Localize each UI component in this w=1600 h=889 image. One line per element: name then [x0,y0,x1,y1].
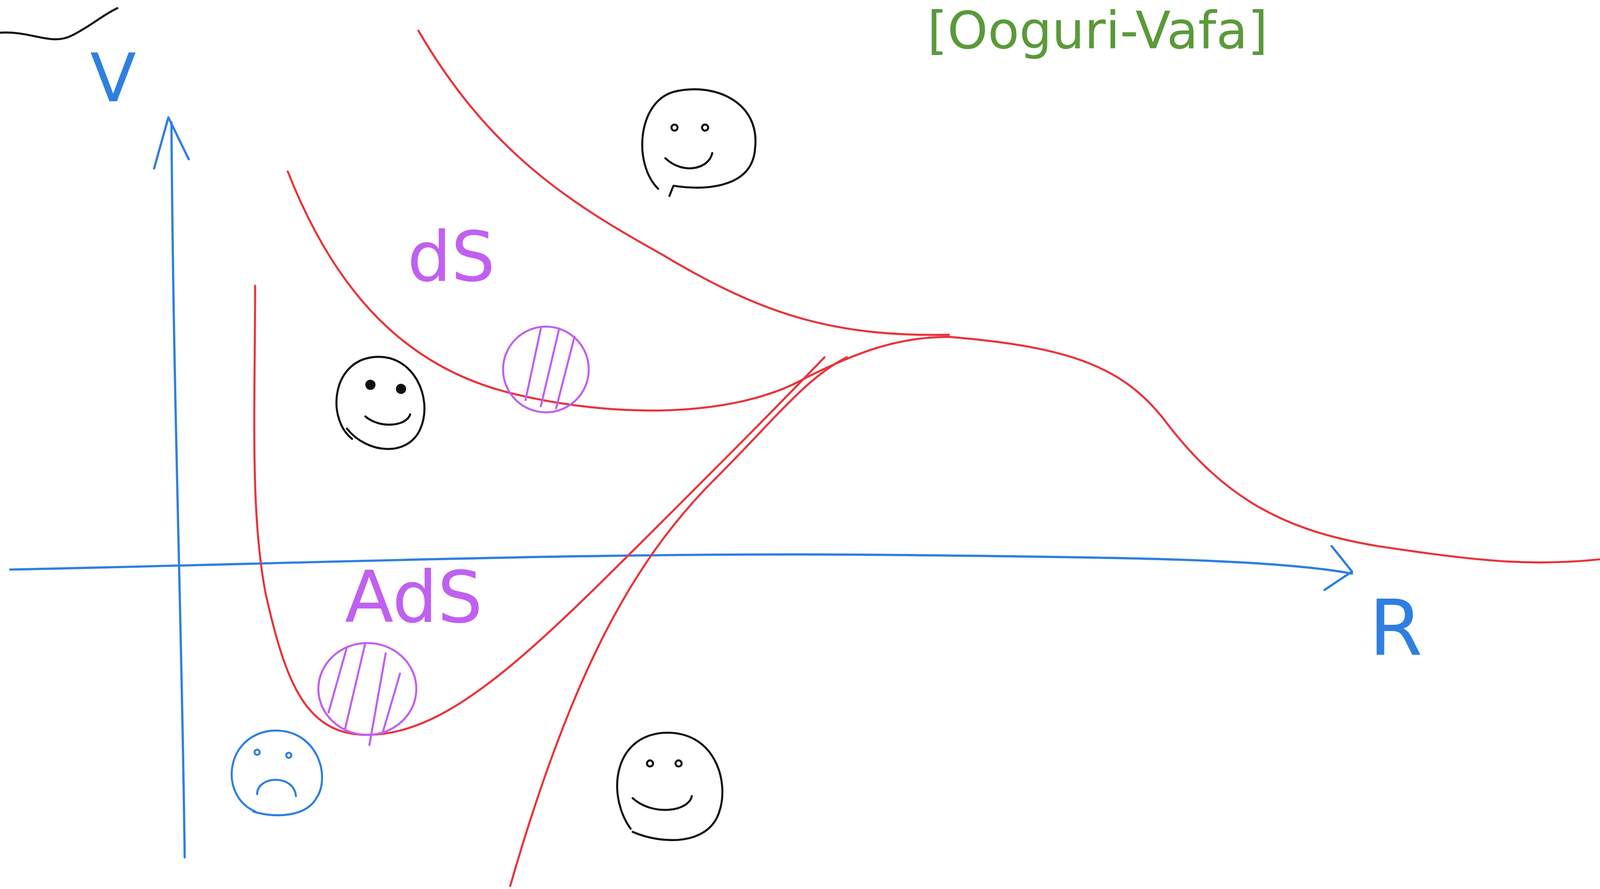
happy-face [642,89,756,197]
potential-curve [510,357,848,886]
region-label: AdS [344,561,483,633]
potential-curve [254,285,825,735]
ds-blob [503,326,589,413]
r-axis [10,554,1353,574]
sad-face [231,730,323,816]
ads-blob [318,642,417,745]
r-axis-arrow [1324,545,1353,590]
potential-curve [287,171,1600,562]
axis-label: V [90,44,137,112]
v-axis-arrow [154,117,190,169]
region-label: dS [407,222,496,292]
squiggle [0,8,118,40]
happy-face [617,732,723,840]
axis-label: R [1369,589,1423,667]
v-axis [171,122,186,857]
potential-curve [418,30,950,335]
citation-label: [Ooguri-Vafa] [927,4,1268,57]
happy-face [336,356,425,449]
